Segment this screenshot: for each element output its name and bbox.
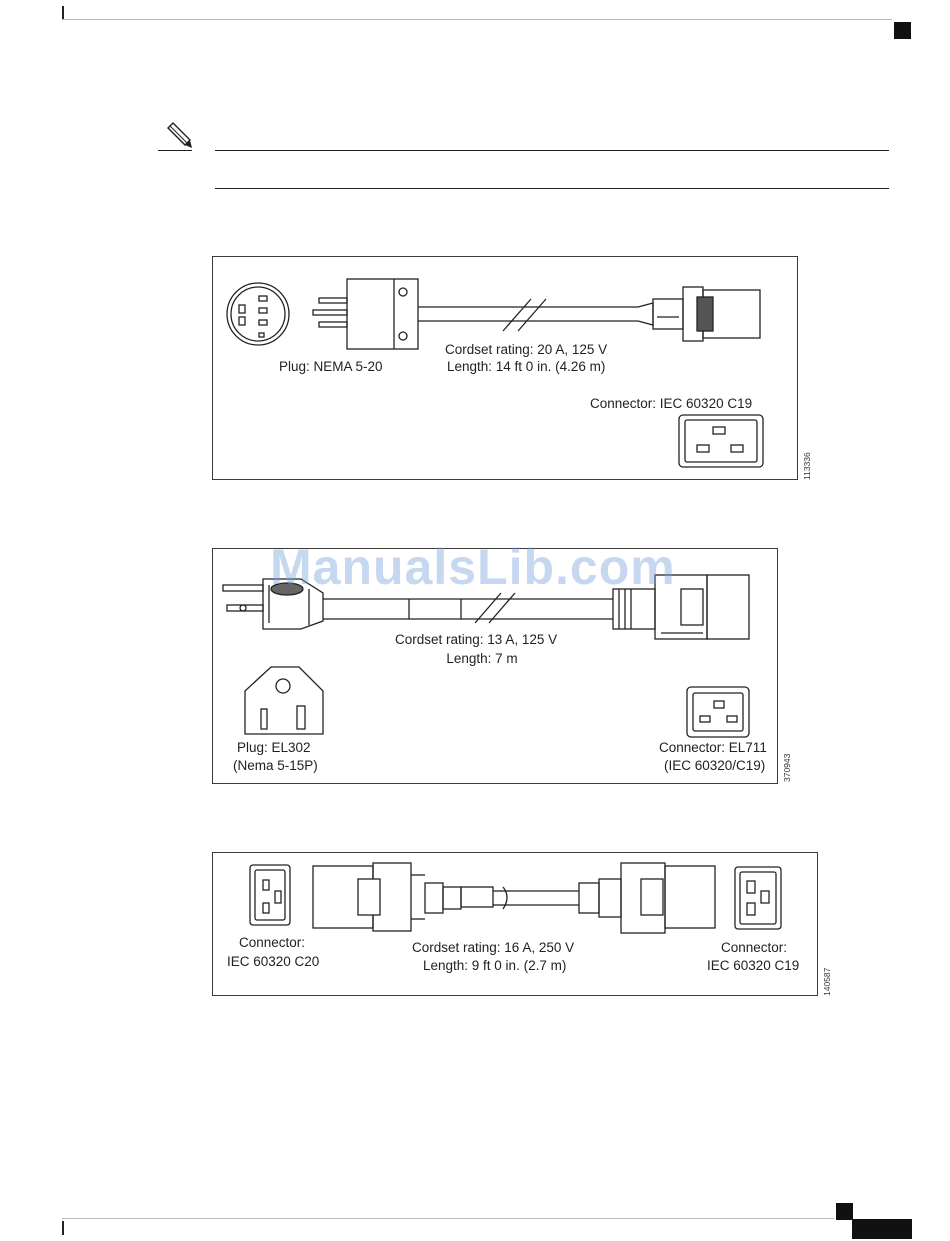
right-connector-line1: Connector:	[721, 940, 788, 955]
cordset-rating: Cordset rating: 13 A, 125 V	[395, 632, 558, 647]
left-connector-line2: IEC 60320 C20	[227, 954, 320, 969]
figure-c20-c19-cord: Connector: IEC 60320 C20 Cordset rating:…	[212, 852, 818, 996]
nema-5-20-cord-drawing	[226, 278, 764, 468]
c20-c19-cord-drawing	[249, 862, 782, 934]
header-corner-block	[894, 22, 911, 39]
connector-label-line1: Connector: EL711	[659, 740, 767, 755]
note-rule-left	[158, 150, 192, 151]
plug-label: Plug: NEMA 5-20	[279, 359, 383, 374]
figure-id: 113336	[802, 452, 812, 480]
top-margin-tick	[62, 6, 64, 20]
plug-label-line2: (Nema 5-15P)	[233, 758, 318, 773]
cordset-length: Length: 9 ft 0 in. (2.7 m)	[423, 958, 567, 973]
note-top-rule	[215, 150, 889, 151]
cordset-rating: Cordset rating: 20 A, 125 V	[445, 342, 608, 357]
figure-id: 140587	[822, 967, 832, 996]
note-bottom-rule	[215, 188, 889, 189]
cordset-length: Length: 14 ft 0 in. (4.26 m)	[447, 359, 606, 374]
bottom-margin-tick	[62, 1221, 64, 1235]
figure-id: 370943	[782, 753, 792, 782]
note-pencil-icon	[160, 120, 194, 152]
figure-nema-5-20-cord: Plug: NEMA 5-20 Cordset rating: 20 A, 12…	[212, 256, 798, 480]
right-connector-line2: IEC 60320 C19	[707, 958, 800, 973]
header-rule	[62, 19, 892, 20]
cordset-length: Length: 7 m	[446, 651, 518, 666]
nema-5-15p-cord-drawing	[222, 574, 750, 738]
cordset-rating: Cordset rating: 16 A, 250 V	[412, 940, 575, 955]
figure-nema-5-15p-cord: Cordset rating: 13 A, 125 V Length: 7 m …	[212, 548, 778, 784]
footer-corner-block	[836, 1203, 853, 1220]
plug-label-line1: Plug: EL302	[237, 740, 311, 755]
footer-page-tab	[852, 1219, 912, 1239]
connector-label: Connector: IEC 60320 C19	[590, 396, 753, 411]
connector-label-line2: (IEC 60320/C19)	[664, 758, 766, 773]
footer-rule	[62, 1218, 834, 1219]
left-connector-line1: Connector:	[239, 935, 306, 950]
